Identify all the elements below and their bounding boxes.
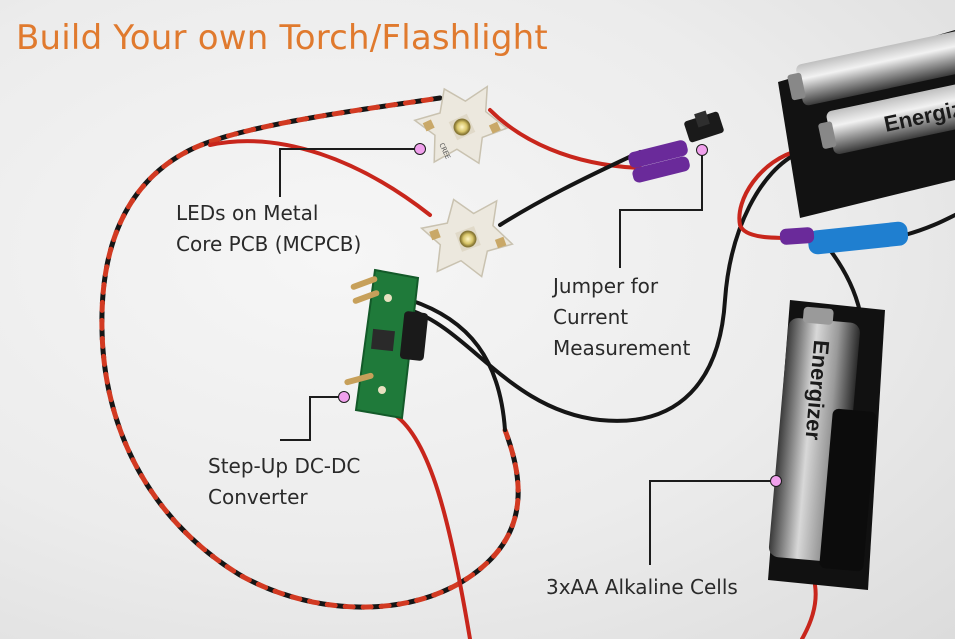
battery-holder-1xaa: Energizer [768, 300, 885, 590]
label-jumper-line-3: Measurement [553, 336, 691, 360]
twisted-wire-black [99, 95, 521, 610]
battery-holder-2xaa: Energizer [778, 29, 955, 218]
wire-black-battery-lower [828, 248, 862, 314]
converter-pcb [344, 268, 429, 420]
label-jumper-line-2: Current [553, 305, 629, 329]
callout-lines [279, 148, 776, 565]
callout-line-converter [280, 396, 344, 441]
label-jumper-line-1: Jumper for [553, 274, 659, 298]
label-converter-line-1: Step-Up DC-DC [208, 454, 361, 478]
callout-line-leds [279, 148, 420, 197]
label-leds-line-1: LEDs on Metal [176, 201, 319, 225]
twisted-wire-red [99, 95, 521, 610]
callout-line-cells [649, 480, 776, 565]
marker-leds [414, 143, 426, 155]
label-converter-line-2: Converter [208, 485, 308, 509]
callout-line-jumper [619, 150, 703, 268]
wire-black-battery-link [903, 213, 955, 237]
heat-shrink-blue [807, 221, 909, 255]
heat-shrink-purple-1 [628, 140, 688, 168]
heat-shrink-purple-battery [779, 227, 815, 245]
label-leds-line-2: Core PCB (MCPCB) [176, 232, 362, 256]
label-cells: 3xAA Alkaline Cells [546, 572, 738, 603]
label-leds: LEDs on Metal Core PCB (MCPCB) [176, 198, 361, 260]
label-jumper: Jumper for Current Measurement [553, 271, 690, 364]
jumper-connector [684, 110, 724, 143]
led-star-2 [419, 198, 514, 278]
wire-red-battery-bottom [800, 583, 818, 639]
label-cells-line-1: 3xAA Alkaline Cells [546, 575, 738, 599]
heat-shrink-purple-2 [632, 156, 690, 183]
led-star-1: CREE [413, 85, 509, 165]
wire-red-to-led2 [208, 139, 432, 217]
wire-red-battery-upper [737, 148, 812, 241]
wire-red-led1-jumper [488, 108, 642, 170]
wire-black-led2-jumper [498, 150, 642, 227]
marker-cells [770, 475, 782, 487]
wire-black-converter-loop [408, 298, 507, 432]
marker-jumper [696, 144, 708, 156]
label-converter: Step-Up DC-DC Converter [208, 451, 360, 513]
wire-red-converter-down [393, 413, 472, 639]
marker-converter [338, 391, 350, 403]
page-title: Build Your own Torch/Flashlight [16, 18, 548, 58]
